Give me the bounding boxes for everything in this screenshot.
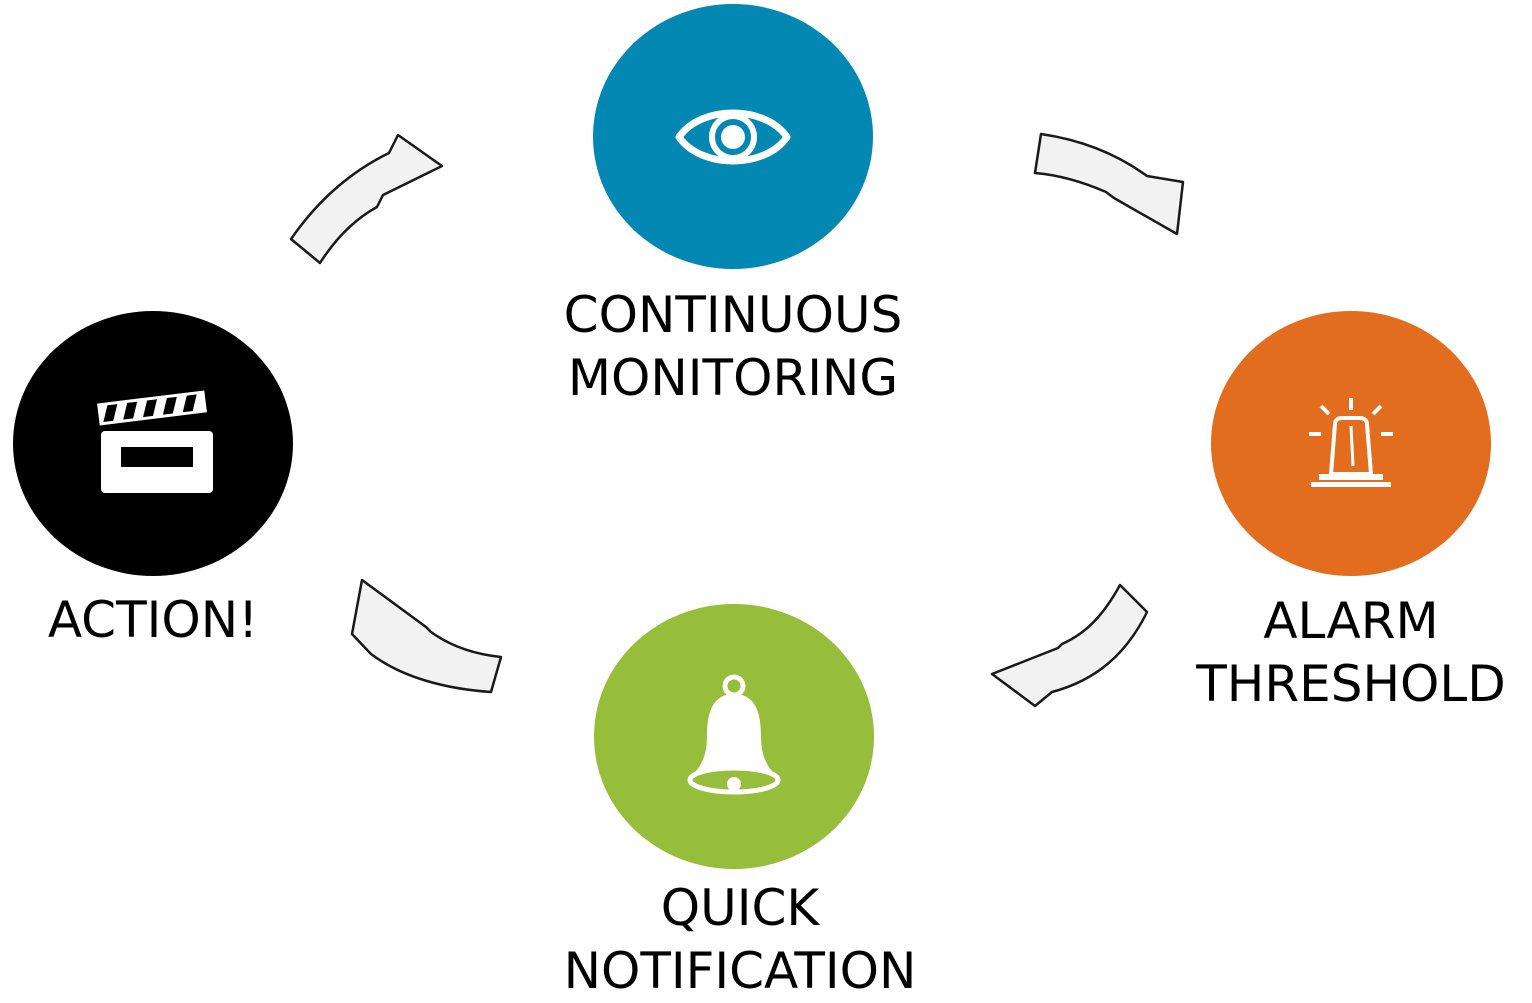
monitoring-label-line1: CONTINUOUS [563,286,903,344]
monitoring-circle [593,4,873,269]
arrow-action-to-monitoring [289,133,444,265]
monitoring-label-line2: MONITORING [567,349,899,407]
alarm-label-line2: THRESHOLD [1196,655,1506,713]
arrow-monitoring-to-alarm [1033,132,1185,236]
notification-label-line1: QUICK [660,879,820,937]
notification-label: QUICK NOTIFICATION [490,877,990,1003]
bell-icon [687,674,781,794]
action-label-line1: ACTION! [47,591,259,649]
clapperboard-icon [97,389,213,493]
alarm-label: ALARM THRESHOLD [1151,590,1532,716]
arrow-notification-to-action [350,578,503,694]
eye-icon [675,109,791,164]
notification-label-line2: NOTIFICATION [563,942,917,1000]
arrow-alarm-to-notification [990,583,1149,708]
monitoring-label: CONTINUOUS MONITORING [483,284,983,410]
action-label: ACTION! [3,589,303,652]
alarm-label-line1: ALARM [1263,592,1439,650]
alarm-circle [1211,311,1491,576]
action-circle [13,311,293,576]
notification-circle [594,604,874,869]
siren-icon [1309,397,1393,487]
